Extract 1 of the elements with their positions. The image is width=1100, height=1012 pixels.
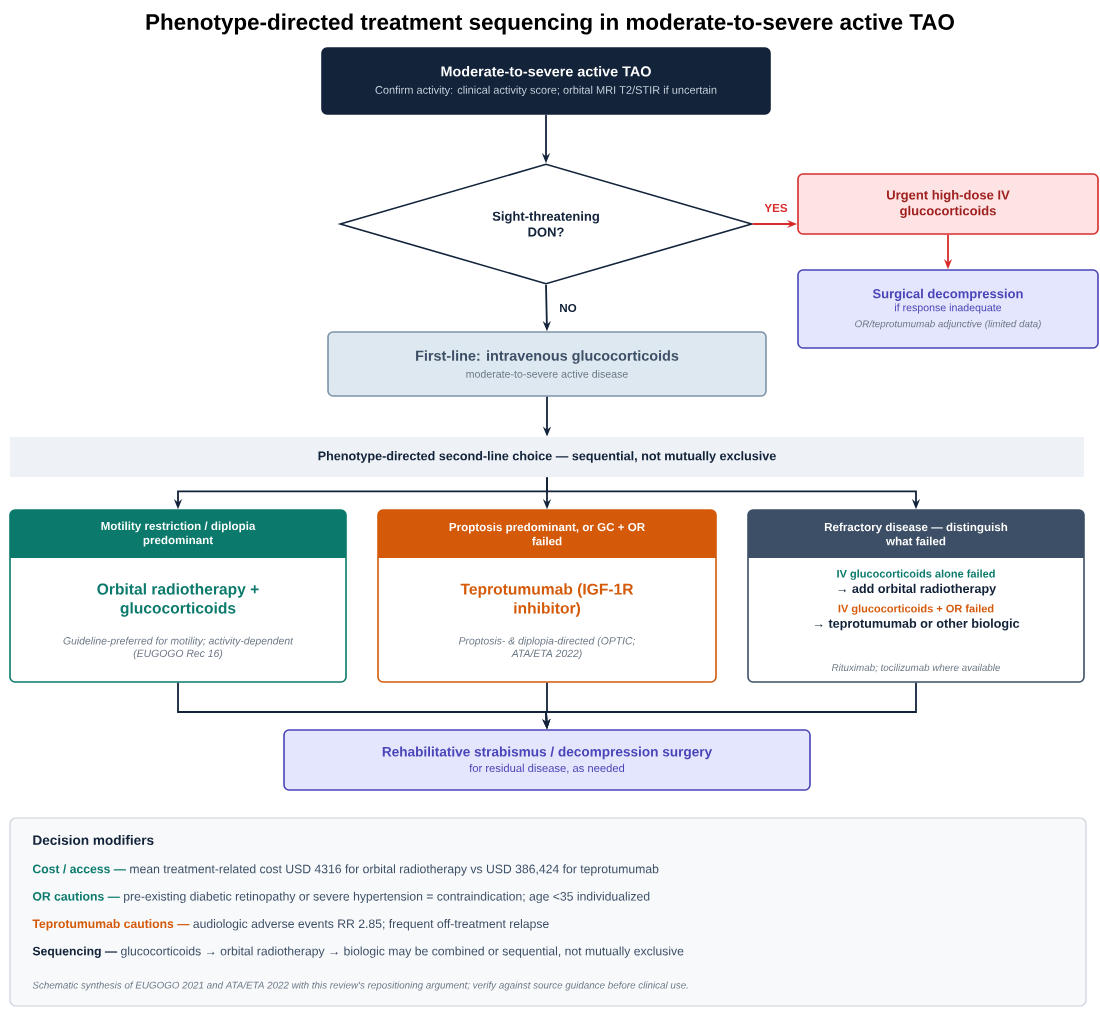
title: Phenotype-directed treatment sequencing in moderate-to-severe active TAO bbox=[146, 13, 954, 35]
